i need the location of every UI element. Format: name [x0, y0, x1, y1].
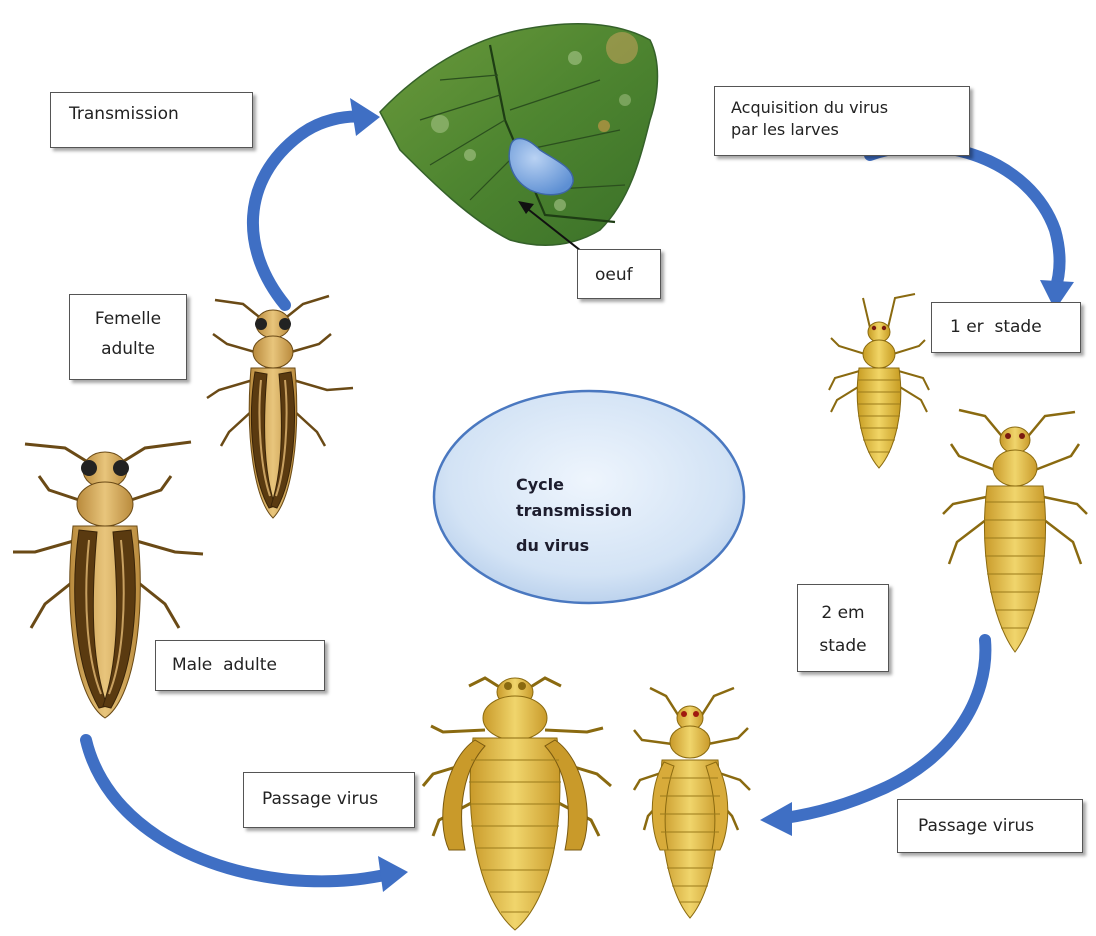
- label-acquisition-line-1: Acquisition du virus: [731, 97, 969, 119]
- label-stage-1-text: 1 er stade: [950, 316, 1080, 339]
- label-transmission-text: Transmission: [69, 103, 252, 126]
- label-acquisition-line-2: par les larves: [731, 119, 969, 141]
- label-male-adult: Male adulte: [155, 640, 325, 691]
- label-passage-virus-left-text: Passage virus: [262, 788, 414, 811]
- adult-thrips-icon: [207, 296, 353, 518]
- label-female-adult: Femelle adulte: [69, 294, 187, 380]
- larva-icon: [634, 688, 750, 918]
- label-passage-virus-right-text: Passage virus: [918, 815, 1082, 838]
- leaf-illustration: [380, 24, 658, 246]
- label-female-adult-line-1: Femelle: [70, 305, 186, 335]
- label-passage-virus-left: Passage virus: [243, 772, 415, 828]
- larva-icon: [943, 410, 1087, 652]
- label-transmission: Transmission: [50, 92, 253, 148]
- label-passage-virus-right: Passage virus: [897, 799, 1083, 853]
- cycle-title-line-1: Cycle: [516, 472, 632, 498]
- label-female-adult-line-2: adulte: [70, 335, 186, 365]
- label-stage-2-line-2: stade: [798, 630, 888, 663]
- label-acquisition: Acquisition du virus par les larves: [714, 86, 970, 156]
- label-oeuf: oeuf: [577, 249, 661, 299]
- label-male-adult-text: Male adulte: [172, 654, 324, 677]
- label-stage-1: 1 er stade: [931, 302, 1081, 353]
- cycle-arrow-icon: [870, 146, 1074, 310]
- label-stage-2-line-1: 2 em: [798, 597, 888, 630]
- cycle-title-line-2: transmission: [516, 498, 632, 524]
- larva-icon: [423, 678, 611, 930]
- larva-icon: [829, 294, 929, 468]
- cycle-title-line-3: du virus: [516, 533, 632, 559]
- label-oeuf-text: oeuf: [595, 264, 660, 287]
- cycle-title: Cycle transmission du virus: [516, 472, 632, 559]
- label-stage-2: 2 em stade: [797, 584, 889, 672]
- cycle-arrow-icon: [253, 98, 380, 305]
